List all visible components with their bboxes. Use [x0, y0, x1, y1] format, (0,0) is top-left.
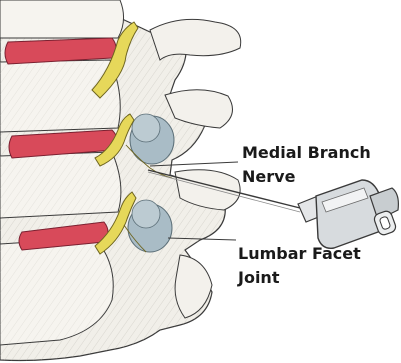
syringe-icon — [298, 180, 398, 248]
medial-branch-nerve-label-line2: Nerve — [242, 165, 295, 189]
vertebral-body-1 — [0, 0, 124, 38]
medial-branch-nerve-label-line1: Medial Branch — [242, 141, 371, 165]
lumbar-facet-joint-label-line2: Joint — [238, 266, 279, 290]
lumbar-facet-joint-label-line1: Lumbar Facet — [238, 242, 361, 266]
